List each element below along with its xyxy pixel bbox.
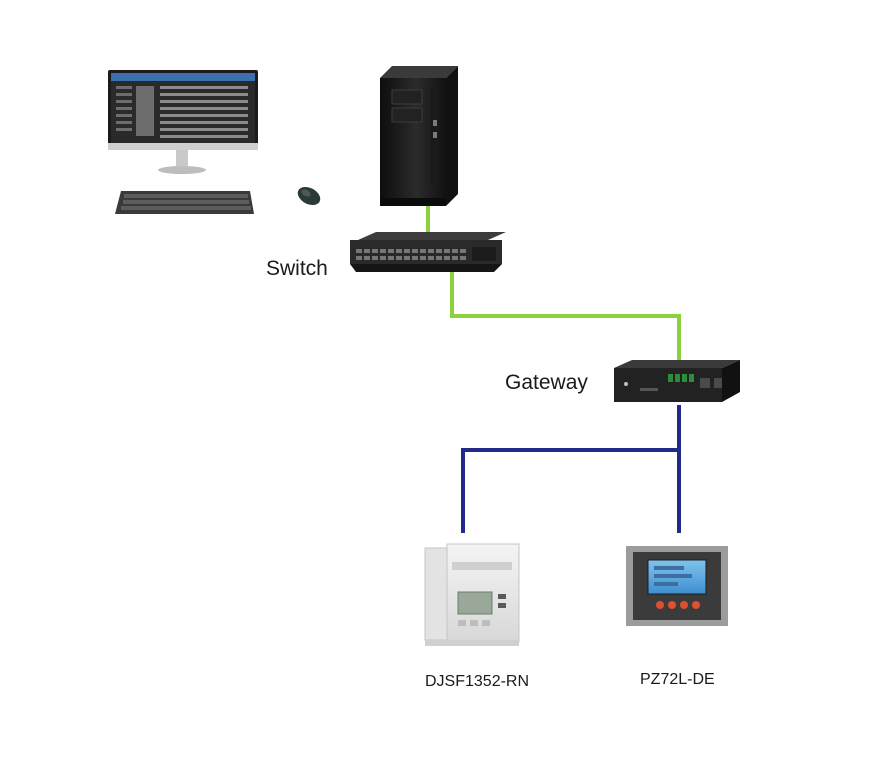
link-gateway-meter-left <box>461 405 681 533</box>
network-switch-icon <box>350 232 506 272</box>
gateway-label: Gateway <box>505 371 588 394</box>
mouse-icon <box>297 186 321 206</box>
tower-server-icon <box>380 66 458 206</box>
keyboard-icon <box>115 191 254 214</box>
desktop-computer-icon <box>108 70 321 214</box>
din-rail-meter-icon <box>424 543 520 646</box>
link-switch-gateway <box>450 270 681 362</box>
meter-right-label: PZ72L-DE <box>640 671 715 688</box>
gateway-icon <box>614 360 740 402</box>
switch-label: Switch <box>266 257 328 280</box>
connection-lines <box>426 205 681 533</box>
panel-meter-icon <box>626 546 728 626</box>
meter-left-label: DJSF1352-RN <box>425 673 530 690</box>
